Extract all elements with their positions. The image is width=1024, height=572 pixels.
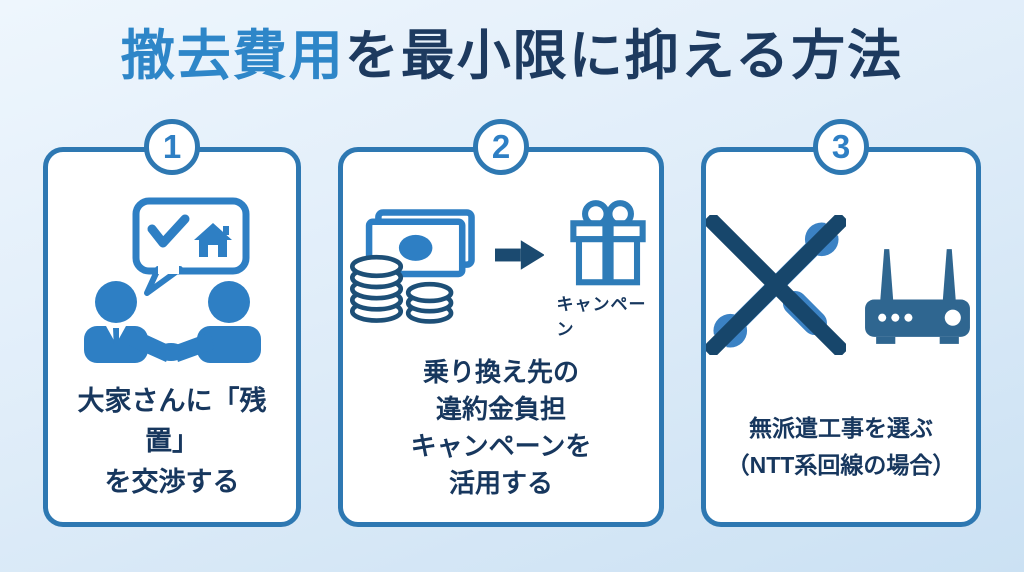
- step-2-icon-zone: キャンペーン: [343, 152, 659, 354]
- handshake-agreement-icon: [83, 197, 261, 364]
- router-icon: [865, 248, 970, 344]
- step-2-caption-zone: 乗り換え先の 違約金負担 キャンペーンを 活用する: [343, 354, 659, 522]
- step-3-number-badge: 3: [813, 119, 869, 175]
- step-number: 3: [831, 128, 851, 165]
- step-3-caption-zone: 無派遣工事を選ぶ （NTT系回線の場合）: [706, 392, 976, 522]
- title-highlight: 撤去費用: [120, 26, 345, 86]
- step-1-icon-zone: [48, 152, 296, 381]
- step-card-1: 1 大家さんに「残置」 を交渉する: [43, 119, 301, 527]
- gift-icon: [570, 200, 646, 286]
- no-tools-crossed-icon: [706, 215, 846, 355]
- step-1-caption: 大家さんに「残置」 を交渉する: [77, 385, 267, 497]
- step-card-3: 3: [701, 119, 981, 527]
- step-number: 1: [162, 128, 182, 165]
- title-rest: を最小限に抑える方法: [344, 26, 904, 86]
- step-2-number-badge: 2: [473, 119, 529, 175]
- step-2-caption: 乗り換え先の 違約金負担 キャンペーンを 活用する: [410, 357, 592, 499]
- step-3-icon-zone: [706, 152, 976, 392]
- campaign-label: キャンペーン: [556, 295, 647, 340]
- steps-row: 1 大家さんに「残置」 を交渉する: [43, 119, 981, 527]
- step-3-caption: 無派遣工事を選ぶ （NTT系回線の場合）: [726, 415, 956, 478]
- step-card-2: 2: [338, 119, 664, 527]
- money-icon: [349, 208, 475, 324]
- arrow-right-icon: [494, 240, 545, 270]
- step-1-caption-zone: 大家さんに「残置」 を交渉する: [48, 381, 296, 523]
- step-1-number-badge: 1: [144, 119, 200, 175]
- step-number: 2: [491, 128, 511, 165]
- page-title: 撤去費用を最小限に抑える方法: [0, 0, 1024, 86]
